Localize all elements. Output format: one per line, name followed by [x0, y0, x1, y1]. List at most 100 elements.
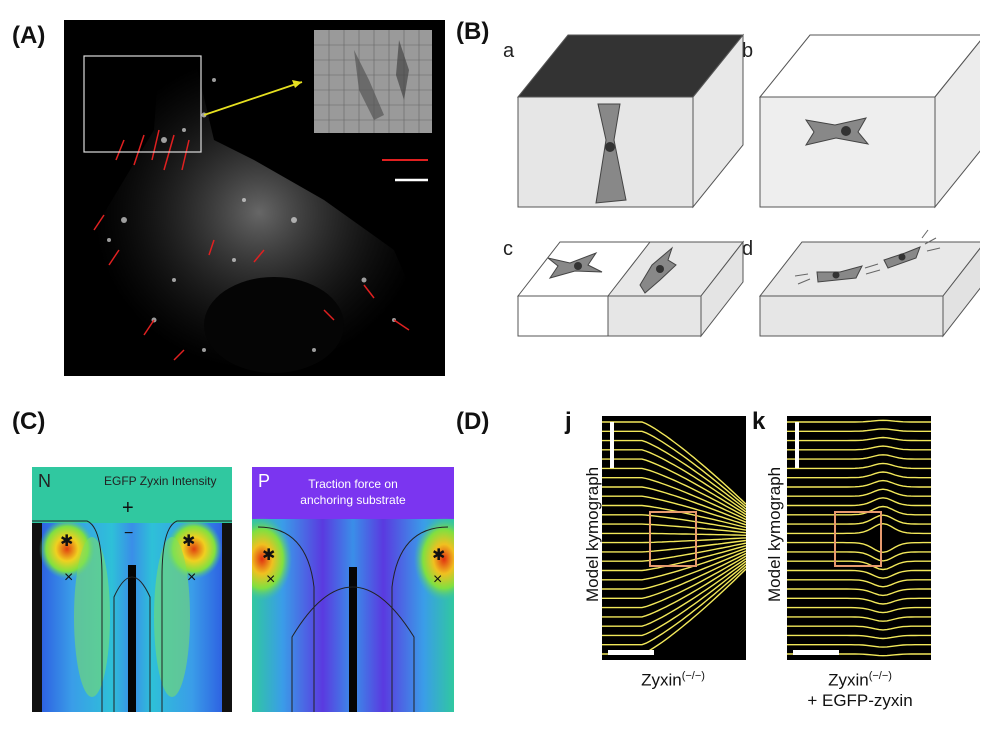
- panel-c-letter-p: P: [258, 471, 271, 491]
- kymograph-trace: [602, 563, 746, 637]
- kymograph-background: [787, 416, 931, 660]
- kymograph-trace: [602, 539, 746, 553]
- panel-c-right-title-1: Traction force on: [308, 477, 398, 491]
- star-marker-right-p: ✱: [432, 547, 446, 564]
- cross-marker-right-p: ×: [433, 571, 443, 588]
- panel-c-left-heatmap: N EGFP Zyxin Intensity + − ✱ ✱ × ×: [32, 467, 232, 712]
- kymograph-trace: [787, 625, 931, 631]
- star-marker-right: ✱: [182, 533, 196, 550]
- panel-c-right-heatmap: P Traction force on anchoring substrate …: [252, 467, 454, 712]
- box-c: [516, 240, 745, 338]
- kymograph-trace: [602, 537, 746, 544]
- kymograph-trace: [787, 588, 931, 597]
- vertical-scale-bar: [795, 422, 799, 468]
- kymograph-trace: [602, 449, 746, 513]
- kymograph-trace: [787, 597, 931, 605]
- box-a: [516, 33, 745, 209]
- kymograph-trace: [787, 454, 931, 460]
- subpanel-label-d: d: [742, 238, 754, 260]
- caption-j: Zyxin(−/−): [600, 670, 746, 691]
- box-b: [758, 34, 980, 209]
- kymograph-trace: [602, 550, 746, 590]
- minus-marker: −: [124, 525, 134, 542]
- panel-label-a: (A): [12, 22, 46, 49]
- caption-k-line2: + EGFP-zyxin: [807, 690, 913, 710]
- kymograph-trace: [602, 532, 746, 536]
- kymograph-trace: [787, 445, 931, 451]
- kymograph-trace: [787, 497, 931, 507]
- kymograph-j: [602, 416, 746, 660]
- caption-k: Zyxin(−/−) + EGFP-zyxin: [780, 670, 940, 711]
- kymograph-trace: [602, 558, 746, 618]
- panel-label-d: (D): [456, 408, 490, 435]
- kymograph-trace: [787, 616, 931, 622]
- subpanel-label-b: b: [742, 40, 754, 62]
- kymograph-trace: [787, 505, 931, 516]
- kymograph-trace: [787, 569, 931, 579]
- star-marker-left-p: ✱: [262, 547, 276, 564]
- kymograph-trace: [787, 488, 931, 497]
- panel-label-c: (C): [12, 408, 46, 435]
- kymograph-trace: [602, 514, 746, 531]
- kymograph-trace: [602, 439, 746, 510]
- panel-c-left-title: EGFP Zyxin Intensity: [104, 474, 217, 488]
- kymograph-trace: [787, 514, 931, 525]
- panel-c-right-title-2: anchoring substrate: [300, 493, 406, 507]
- ylabel-k: Model kymograph: [765, 466, 784, 602]
- kymograph-trace: [787, 579, 931, 588]
- kymograph-trace: [787, 471, 931, 479]
- caption-k-base: Zyxin: [828, 670, 869, 690]
- kymograph-trace: [602, 552, 746, 599]
- kymograph-trace: [787, 522, 931, 535]
- caption-j-base: Zyxin: [641, 670, 682, 690]
- kymograph-trace: [787, 634, 931, 640]
- kymograph-trace: [602, 565, 746, 646]
- kymograph-trace: [787, 551, 931, 562]
- kymograph-trace: [602, 555, 746, 609]
- kymograph-trace: [602, 477, 746, 521]
- kymograph-trace: [602, 547, 746, 581]
- panel-d-letter-j: j: [565, 408, 572, 435]
- plus-marker: +: [122, 497, 134, 519]
- kymograph-trace: [602, 495, 746, 526]
- kymograph-trace: [787, 541, 931, 554]
- subpanel-label-c: c: [503, 238, 513, 260]
- cell-image: [83, 30, 432, 373]
- kymograph-trace: [602, 486, 746, 523]
- cross-marker-left-p: ×: [266, 571, 276, 588]
- kymograph-trace: [787, 606, 931, 614]
- kymograph-trace: [787, 419, 931, 423]
- vertical-scale-bar: [610, 422, 614, 468]
- ylabel-j: Model kymograph: [583, 466, 602, 602]
- cross-marker-left: ×: [64, 569, 74, 586]
- kymograph-trace: [787, 428, 931, 432]
- star-marker-left: ✱: [60, 533, 74, 550]
- kymograph-trace: [787, 479, 931, 488]
- panel-c-letter-n: N: [38, 471, 51, 491]
- box-d: [758, 229, 980, 338]
- horizontal-scale-bar: [608, 650, 654, 655]
- caption-k-sup: (−/−): [868, 670, 892, 682]
- kymograph-trace: [602, 545, 746, 572]
- panel-a-micrograph: [64, 20, 445, 376]
- kymograph-trace: [787, 560, 931, 571]
- cross-marker-right: ×: [187, 569, 197, 586]
- kymograph-k: [787, 416, 931, 660]
- horizontal-scale-bar: [793, 650, 839, 655]
- kymograph-trace: [602, 560, 746, 627]
- panel-b-schematic: [516, 33, 980, 338]
- kymograph-trace: [787, 644, 931, 648]
- panel-label-b: (B): [456, 18, 490, 45]
- subpanel-label-a: a: [503, 40, 515, 62]
- kymograph-background: [602, 416, 746, 660]
- kymograph-trace: [602, 542, 746, 562]
- kymograph-trace: [602, 430, 746, 508]
- kymograph-trace: [787, 436, 931, 442]
- kymograph-trace: [787, 462, 931, 470]
- kymograph-trace: [602, 467, 746, 518]
- kymograph-trace: [602, 523, 746, 534]
- panel-d-letter-k: k: [752, 408, 766, 435]
- kymograph-trace: [602, 458, 746, 516]
- kymograph-trace: [602, 504, 746, 529]
- roi-box: [649, 511, 697, 567]
